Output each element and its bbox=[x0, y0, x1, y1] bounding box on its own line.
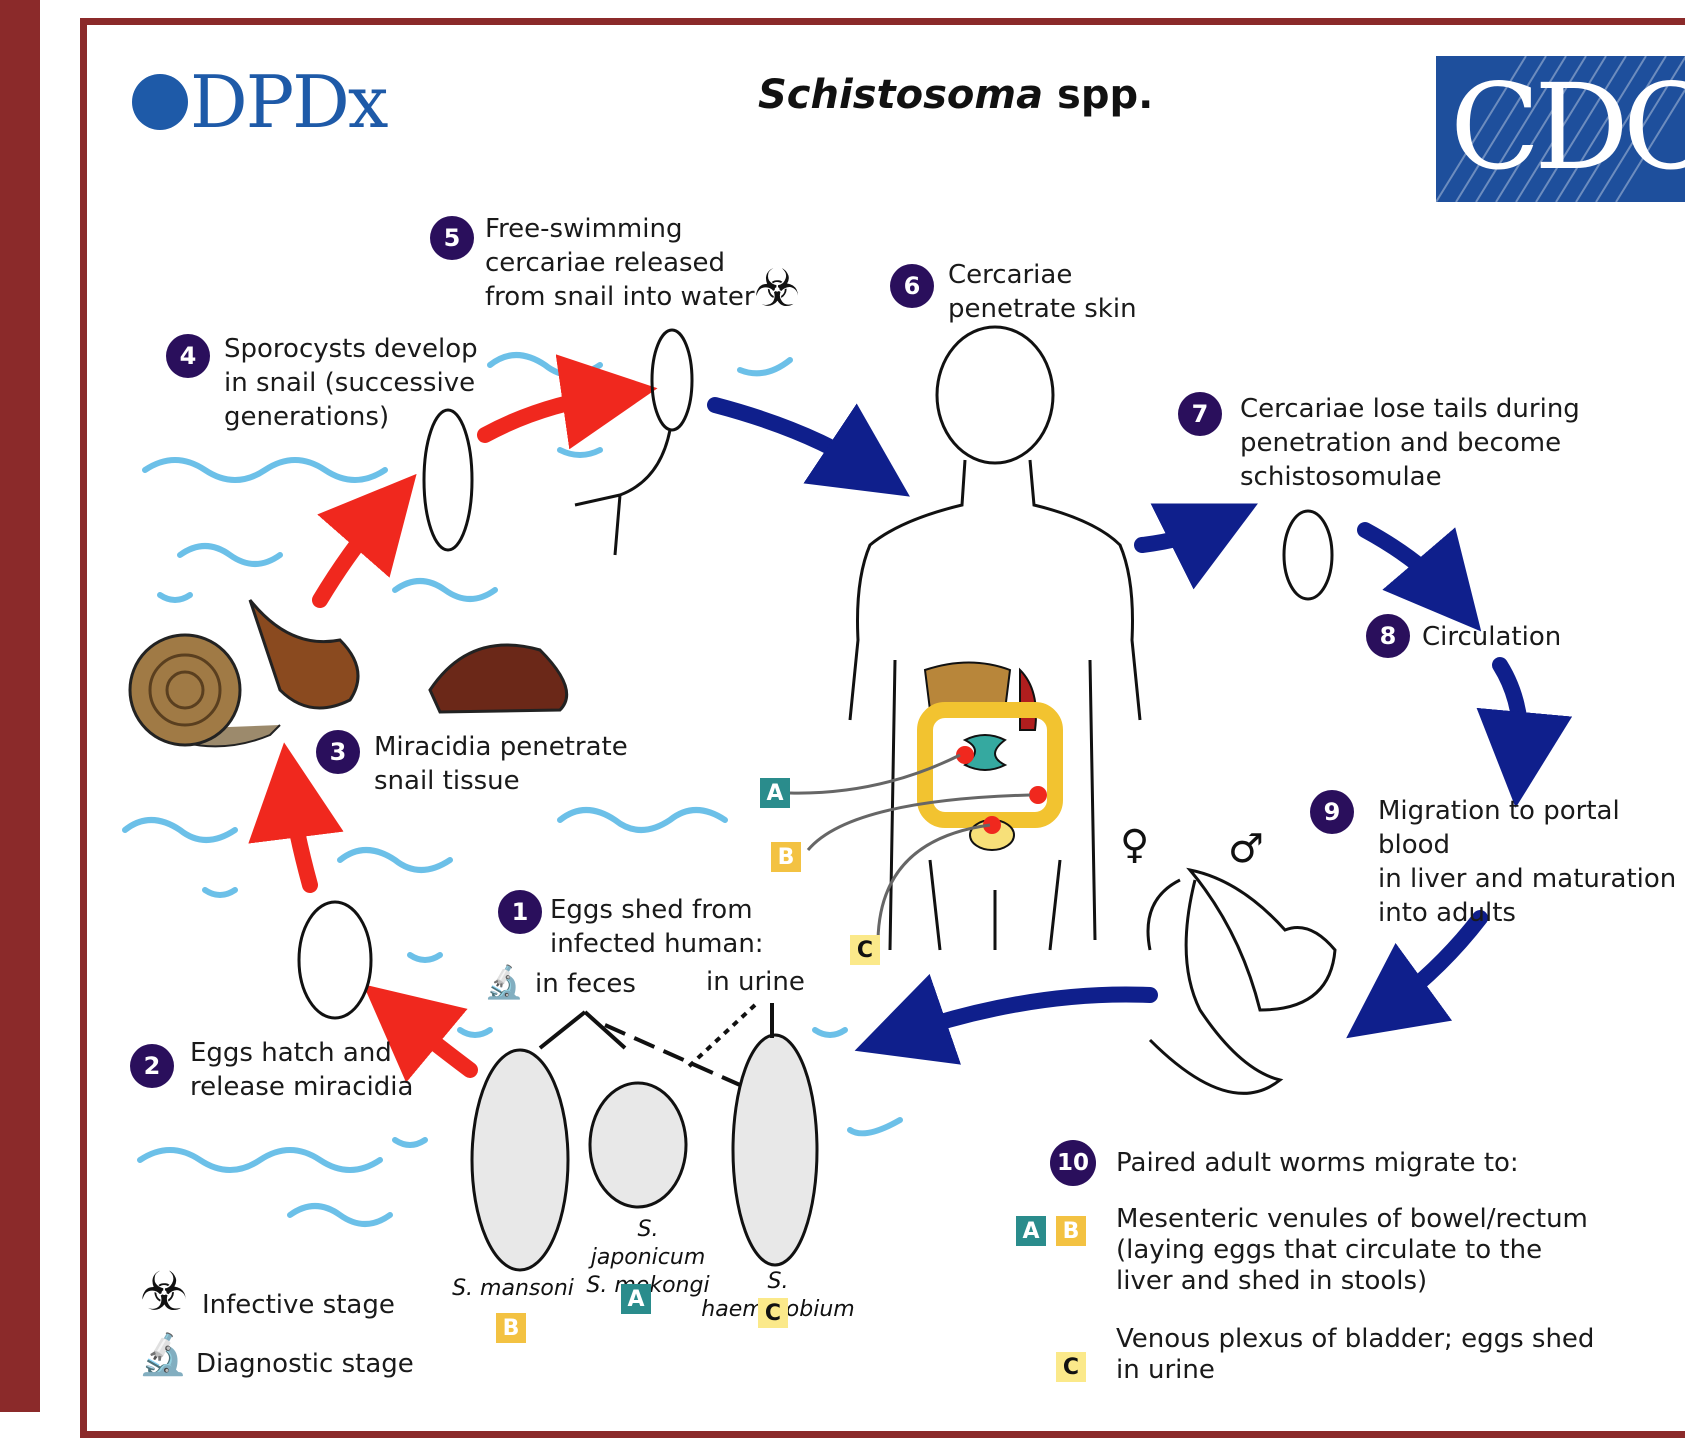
step-6-badge: 6 bbox=[890, 264, 934, 308]
organ-tag-a: A bbox=[760, 778, 790, 808]
species-haematobium-tag: C bbox=[758, 1298, 788, 1328]
step-10-text: Paired adult worms migrate to: bbox=[1116, 1146, 1519, 1180]
step-7-badge: 7 bbox=[1178, 392, 1222, 436]
egg-source-urine: in urine bbox=[706, 965, 805, 999]
arrow-circulation-to-portal bbox=[1500, 665, 1521, 760]
step-9-badge: 9 bbox=[1310, 790, 1354, 834]
species-mansoni-label: S. mansoni bbox=[448, 1275, 578, 1303]
step-3-text: Miracidia penetrate snail tissue bbox=[374, 730, 628, 798]
adult-worms bbox=[1148, 870, 1335, 1093]
biohazard-icon: ☣ bbox=[748, 260, 806, 318]
destination-tag-a: A bbox=[1016, 1216, 1046, 1246]
organ-tag-b: B bbox=[771, 842, 801, 872]
schistosomulum bbox=[1284, 511, 1332, 599]
step-8-badge: 8 bbox=[1366, 614, 1410, 658]
female-symbol: ♀ bbox=[1120, 822, 1149, 868]
step-7-text: Cercariae lose tails during penetration … bbox=[1240, 392, 1580, 494]
step-6-text: Cercariae penetrate skin bbox=[948, 258, 1137, 326]
egg-japonicum bbox=[590, 1083, 686, 1207]
arrow-portal-to-worms bbox=[1385, 918, 1480, 1010]
step-1-text: Eggs shed from infected human: bbox=[550, 893, 764, 961]
step-1-badge: 1 bbox=[498, 890, 542, 934]
arrow-worms-to-eggs bbox=[900, 995, 1150, 1036]
destination-c-text: Venous plexus of bladder; eggs shed in u… bbox=[1116, 1324, 1594, 1386]
step-5-badge: 5 bbox=[430, 216, 474, 260]
species-japonicum-tag: A bbox=[621, 1284, 651, 1314]
legend-infective: Infective stage bbox=[202, 1288, 395, 1322]
step-4-badge: 4 bbox=[166, 334, 210, 378]
legend-biohazard-icon: ☣ bbox=[134, 1262, 194, 1322]
arrow-human-to-schistosomula bbox=[1142, 525, 1215, 545]
snails bbox=[130, 600, 567, 746]
male-symbol: ♂ bbox=[1228, 826, 1264, 872]
destination-tag-c: C bbox=[1056, 1352, 1086, 1382]
step-2-badge: 2 bbox=[130, 1044, 174, 1088]
destination-ab-text: Mesenteric venules of bowel/rectum (layi… bbox=[1116, 1204, 1588, 1297]
step-8-text: Circulation bbox=[1422, 620, 1561, 654]
arrow-schistosomula-to-circulation bbox=[1365, 530, 1450, 595]
step-5-text: Free-swimming cercariae released from sn… bbox=[485, 212, 755, 314]
human-figure bbox=[850, 327, 1140, 950]
egg-source-feces: in feces bbox=[535, 967, 636, 1001]
blue-arrows bbox=[715, 405, 1521, 1035]
legend-diagnostic: Diagnostic stage bbox=[196, 1347, 414, 1381]
step-2-text: Eggs hatch and release miracidia bbox=[190, 1036, 413, 1104]
step-4-text: Sporocysts develop in snail (successive … bbox=[224, 332, 478, 434]
arrow-sporocyst-to-cercaria bbox=[485, 395, 610, 435]
cercaria bbox=[575, 330, 692, 555]
organ-tag-c: C bbox=[850, 935, 880, 965]
egg-source-lines bbox=[540, 1003, 772, 1085]
destination-tag-b: B bbox=[1056, 1216, 1086, 1246]
legend-microscope-icon: 🔬 bbox=[136, 1328, 190, 1382]
abdominal-organs bbox=[925, 663, 1055, 851]
arrow-snail-to-sporocyst bbox=[320, 510, 385, 600]
microscope-icon: 🔬 bbox=[484, 962, 524, 1002]
step-9-text: Migration to portal blood in liver and m… bbox=[1378, 794, 1685, 930]
arrow-cercaria-to-human bbox=[715, 405, 870, 470]
step-10-badge: 10 bbox=[1050, 1140, 1096, 1186]
species-mansoni-tag: B bbox=[496, 1313, 526, 1343]
arrow-miracidia-to-snail bbox=[290, 790, 310, 885]
miracidium bbox=[299, 902, 371, 1018]
step-3-badge: 3 bbox=[316, 730, 360, 774]
egg-mansoni bbox=[472, 1050, 568, 1270]
egg-haematobium bbox=[733, 1035, 817, 1265]
